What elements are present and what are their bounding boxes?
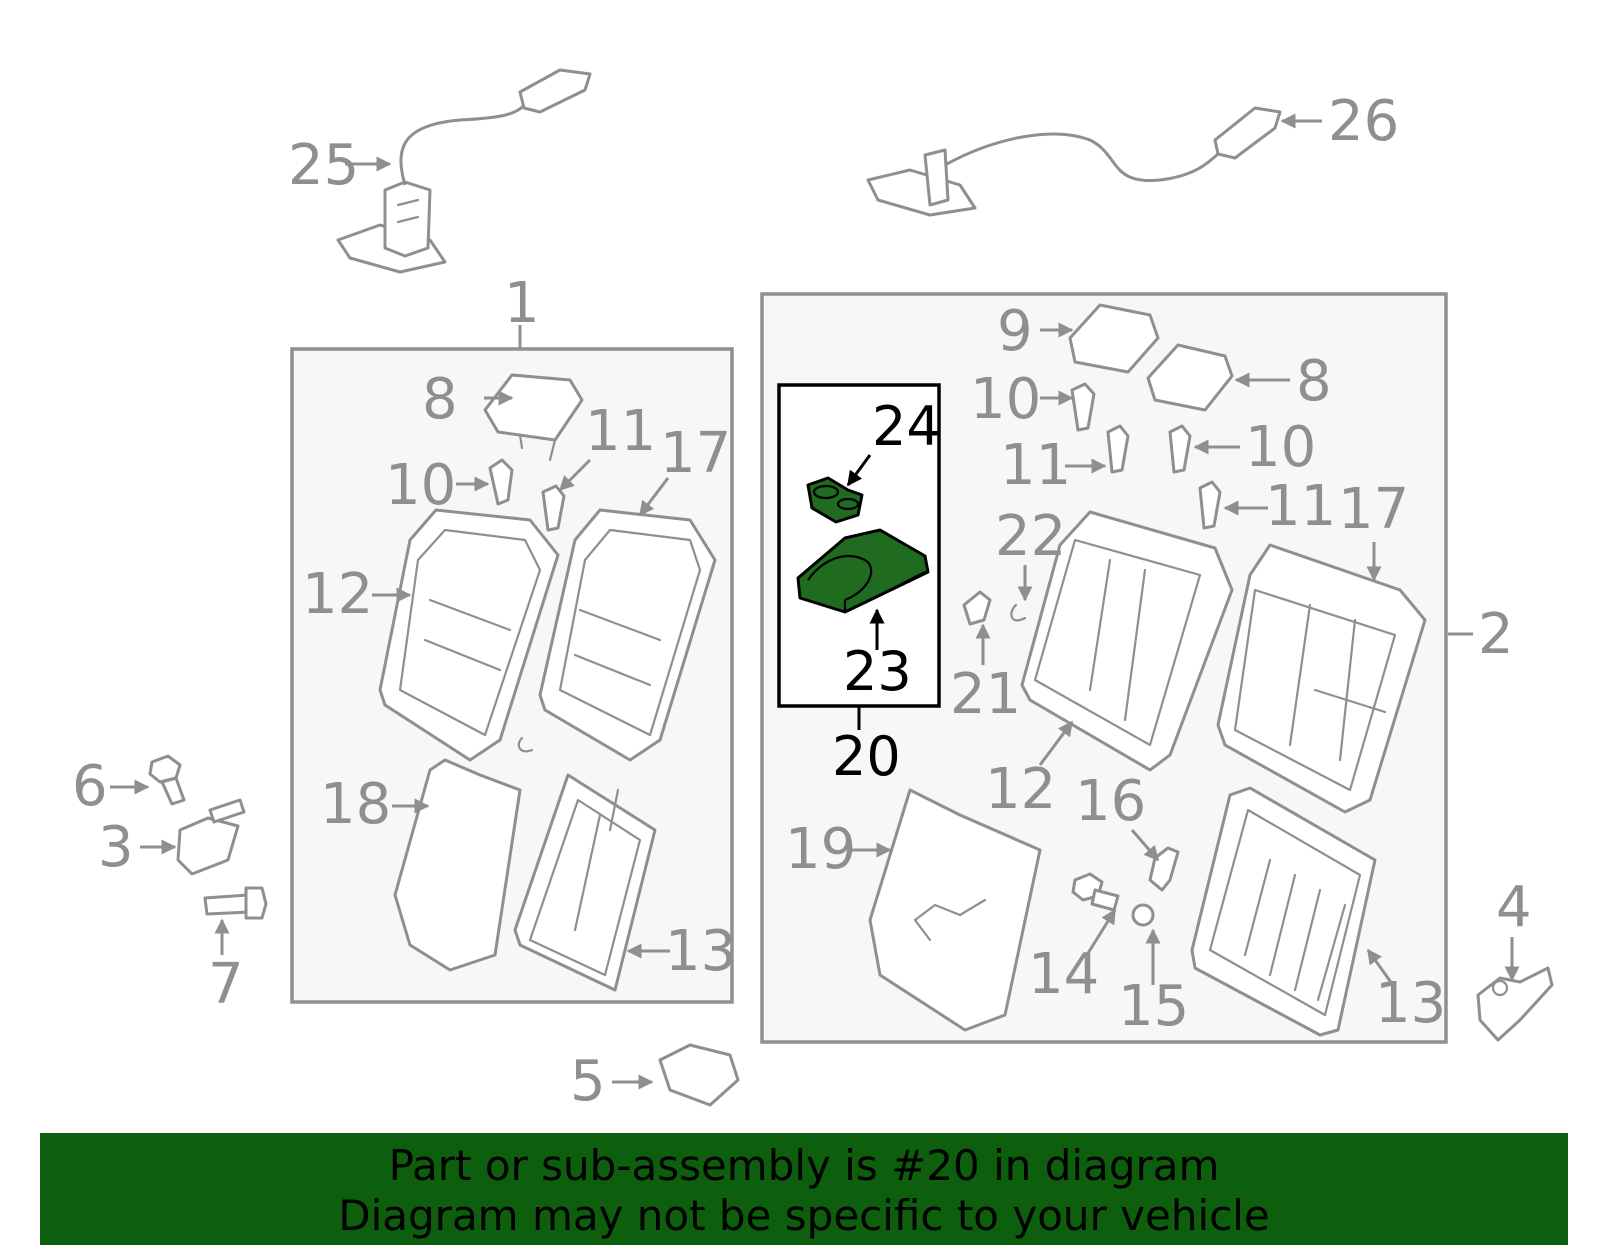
label-7: 7 (208, 952, 244, 1017)
label-19: 19 (785, 817, 856, 882)
part-3-bracket (176, 798, 246, 876)
leader-lines (110, 113, 1520, 1090)
part-4-bracket (1476, 966, 1554, 1042)
label-2: 2 (1478, 602, 1514, 667)
part-25-cable (336, 68, 592, 274)
part-10-left-clip (488, 458, 514, 506)
part-small-hook-left (517, 736, 534, 753)
label-13-left: 13 (665, 919, 736, 984)
label-18: 18 (320, 772, 391, 837)
part-19-pad (868, 788, 1042, 1032)
label-25: 25 (288, 133, 359, 198)
part-21-clip (962, 590, 992, 626)
label-10-right-b: 10 (1245, 415, 1316, 480)
label-3: 3 (98, 815, 134, 880)
part-9-guide (1068, 303, 1160, 374)
part-24-cup-holder (806, 476, 864, 524)
label-24: 24 (872, 395, 941, 458)
part-14-bolt (1071, 872, 1120, 912)
label-6: 6 (72, 754, 108, 819)
part-11-right-clip-b (1198, 480, 1222, 530)
label-20: 20 (832, 725, 901, 788)
part-7-bolt (203, 886, 268, 920)
label-23: 23 (843, 640, 912, 703)
part-13-right-frame (1190, 786, 1377, 1037)
part-11-left-clip (541, 484, 566, 532)
label-1: 1 (504, 271, 540, 336)
part-15-nut (1131, 903, 1155, 927)
info-banner: Part or sub-assembly is #20 in diagram D… (40, 1133, 1568, 1245)
part-8-right-guide (1146, 343, 1234, 412)
part-labels: 25 26 1 2 8 10 11 17 12 18 13 6 3 7 5 4 … (72, 89, 1532, 1114)
label-21: 21 (950, 662, 1021, 727)
part-11-right-clip-a (1106, 424, 1130, 474)
part-26-cable (866, 106, 1282, 217)
part-13-left-frame (513, 773, 657, 992)
label-11-right-a: 11 (1000, 433, 1071, 498)
label-9: 9 (997, 299, 1033, 364)
label-16: 16 (1075, 769, 1146, 834)
label-5: 5 (570, 1049, 606, 1114)
part-22-hook (1010, 603, 1027, 622)
part-6-bolt (148, 754, 186, 806)
label-17-right: 17 (1338, 477, 1409, 542)
label-10-left: 10 (385, 453, 456, 518)
label-12-left: 12 (302, 562, 373, 627)
part-10-right-clip-a (1070, 382, 1096, 432)
label-26: 26 (1328, 89, 1399, 154)
label-8-left: 8 (422, 367, 458, 432)
label-4: 4 (1496, 875, 1532, 940)
label-13-right: 13 (1375, 971, 1446, 1036)
part-10-right-clip-b (1168, 424, 1192, 474)
label-14: 14 (1028, 942, 1099, 1007)
leader-24 (846, 454, 872, 487)
part-12-right-cover (1020, 510, 1234, 772)
label-11-right-b: 11 (1265, 474, 1336, 539)
label-12-right: 12 (985, 757, 1056, 822)
part-17-right-seatback (1216, 543, 1427, 814)
part-17-left-seatback (538, 508, 717, 762)
banner-line-1: Part or sub-assembly is #20 in diagram (388, 1141, 1220, 1190)
label-17-left: 17 (660, 421, 731, 486)
label-10-right-a: 10 (970, 367, 1041, 432)
label-22: 22 (995, 504, 1066, 569)
banner-line-2: Diagram may not be specific to your vehi… (338, 1191, 1270, 1240)
label-15: 15 (1118, 974, 1189, 1039)
part-23-armrest (796, 528, 930, 614)
label-8-right: 8 (1296, 349, 1332, 414)
label-11-left: 11 (585, 399, 656, 464)
part-5-bracket (658, 1043, 740, 1107)
